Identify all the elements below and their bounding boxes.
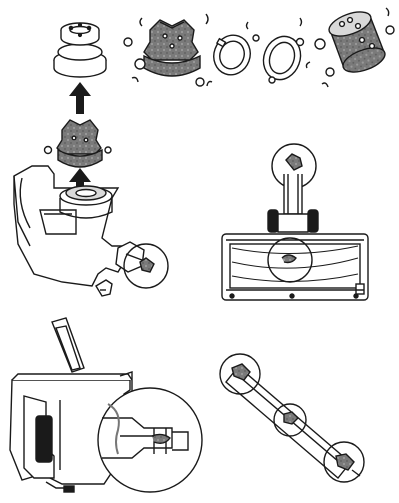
dirty-star-filter (124, 14, 212, 86)
floor-head-hair-inspection (222, 144, 368, 300)
up-arrow-icon (69, 82, 91, 114)
handheld-unit-filter-removal (14, 120, 168, 296)
dirty-filter-removed (45, 120, 112, 167)
filter-cap-stack (54, 23, 106, 77)
handheld-unit-inlet-inspection (10, 318, 202, 492)
extension-tube-inspection (220, 354, 364, 482)
filter-cleaning-sequence (54, 7, 394, 87)
dirty-cylinder-filter (306, 7, 394, 87)
sealing-rings (208, 18, 306, 85)
